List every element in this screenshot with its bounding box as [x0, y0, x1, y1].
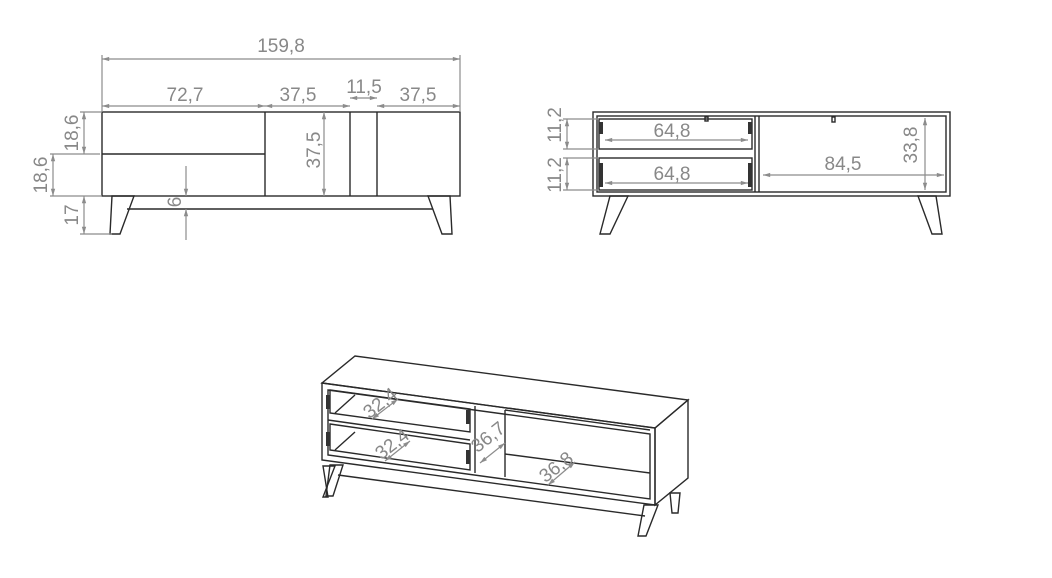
dim-middle-depth: 36,7	[468, 418, 510, 457]
dim-compartment-width: 84,5	[825, 154, 862, 175]
cabinet-body	[592, 111, 951, 197]
back-view: 64,8 64,8 84,5 33,8 11,2 11,2	[545, 107, 951, 235]
dim-lower-drawer-height: 11,2	[545, 157, 566, 193]
right-side	[654, 398, 689, 507]
leg-front-right	[637, 504, 660, 537]
leg-right	[916, 195, 943, 235]
dim-lower-drawer-width: 64,8	[654, 164, 691, 185]
isometric-view: 32,4 32,4 36,7 36,8	[320, 355, 690, 537]
dim-rail-gap: 6	[165, 197, 186, 208]
leg-back-right	[669, 492, 681, 514]
leg-left	[599, 195, 630, 235]
front-view: 159,8 72,7 37,5 11,5 37,5 18,6 18,6 17 6…	[31, 36, 461, 240]
leg-right	[426, 195, 453, 235]
dim-middle-gap: 11,5	[346, 77, 382, 98]
dim-compartment-depth: 36,8	[536, 448, 578, 487]
dim-door-right-width: 37,5	[400, 85, 437, 106]
front-frame	[321, 382, 656, 506]
dim-upper-drawer-height: 11,2	[545, 107, 566, 143]
dim-door-left-width: 37,5	[280, 85, 317, 106]
dim-drawer-top-height: 18,6	[62, 115, 83, 152]
leg-front-left	[321, 465, 337, 498]
dim-door-height: 37,5	[304, 132, 325, 169]
dim-upper-drawer-width: 64,8	[654, 121, 691, 142]
leg-left	[109, 195, 136, 235]
dim-compartment-height: 33,8	[901, 127, 922, 164]
dim-total-width: 159,8	[257, 36, 305, 57]
dim-drawer-bottom-height: 18,6	[31, 157, 52, 194]
dim-leg-height: 17	[62, 204, 83, 225]
dim-drawer-width: 72,7	[167, 85, 204, 106]
